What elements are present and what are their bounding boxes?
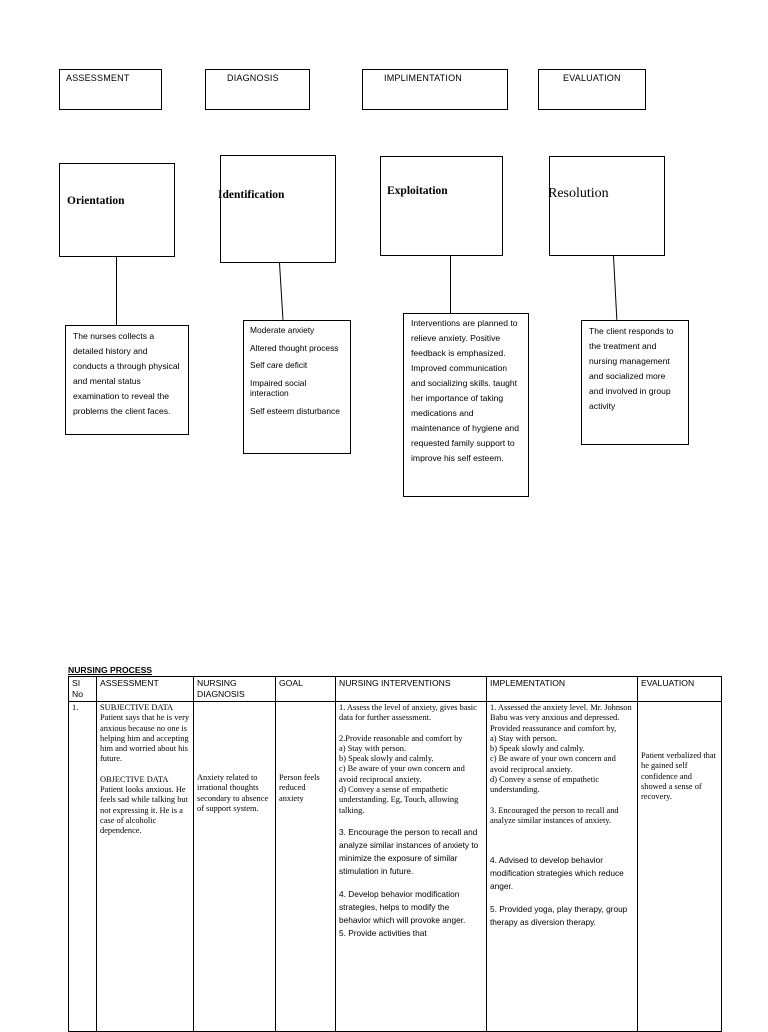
diagnosis-text: Anxiety related to irrational thoughts s… bbox=[197, 773, 269, 813]
subjective-heading: SUBJECTIVE DATA bbox=[100, 703, 174, 712]
intervention-4: 4. Develop behavior modification strateg… bbox=[339, 888, 466, 925]
exploitation-note: Interventions are planned to relieve anx… bbox=[403, 313, 529, 497]
cell-si-no: 1. bbox=[68, 701, 97, 1032]
objective-data: Patient looks anxious. He feels sad whil… bbox=[100, 785, 188, 836]
intervention-2a: a) Stay with person. bbox=[339, 743, 406, 753]
identification-note: Moderate anxiety Altered thought process… bbox=[243, 320, 351, 454]
table-title: NURSING PROCESS bbox=[68, 665, 153, 675]
implementation-2a: a) Stay with person. bbox=[490, 733, 557, 743]
goal-text: Person feels reduced anxiety bbox=[279, 773, 320, 803]
connector-exploitation bbox=[450, 256, 451, 313]
phase-resolution-box bbox=[549, 156, 665, 256]
stage-evaluation: EVALUATION bbox=[538, 69, 646, 110]
connector-identification bbox=[279, 262, 284, 320]
phase-orientation-box bbox=[59, 163, 175, 257]
connector-resolution bbox=[613, 255, 618, 320]
header-si-no: SI No bbox=[68, 676, 97, 702]
subjective-data: Patient says that he is very anxious bec… bbox=[100, 713, 190, 764]
cell-implementation: 1. Assessed the anxiety level. Mr. Johns… bbox=[486, 701, 638, 1032]
diagnosis-item: Self esteem disturbance bbox=[250, 405, 340, 416]
header-interventions: NURSING INTERVENTIONS bbox=[335, 676, 487, 702]
diagnosis-item: Moderate anxiety bbox=[250, 325, 315, 335]
cell-evaluation: Patient verbalized that he gained self c… bbox=[637, 701, 722, 1032]
nursing-process-table: SI No ASSESSMENT NURSING DIAGNOSIS GOAL … bbox=[68, 676, 722, 1032]
table-row: 1. SUBJECTIVE DATA Patient says that he … bbox=[68, 701, 722, 1032]
orientation-note-text: The nurses collects a detailed history a… bbox=[73, 331, 180, 416]
implementation-5: 5. Provided yoga, play therapy, group th… bbox=[490, 904, 628, 928]
stage-implementation: IMPLIMENTATION bbox=[362, 69, 508, 110]
diagnosis-item: Impaired social interaction bbox=[250, 377, 307, 399]
implementation-1: 1. Assessed the anxiety level. Mr. Johns… bbox=[490, 703, 632, 723]
stage-assessment: ASSESSMENT bbox=[59, 69, 162, 110]
phase-identification-box bbox=[220, 155, 336, 263]
connector-orientation bbox=[116, 257, 117, 325]
intervention-3: 3. Encourage the person to recall and an… bbox=[339, 826, 479, 876]
objective-heading: OBJECTIVE DATA bbox=[100, 774, 169, 784]
phase-exploitation: Exploitation bbox=[387, 185, 448, 197]
phase-exploitation-box bbox=[380, 156, 503, 256]
resolution-note-text: The client responds to the treatment and… bbox=[589, 326, 674, 411]
header-nursing-diagnosis: NURSING DIAGNOSIS bbox=[193, 676, 276, 702]
implementation-2: Provided reassurance and comfort by, bbox=[490, 723, 617, 733]
intervention-2d: d) Convey a sense of empathetic understa… bbox=[339, 785, 459, 815]
evaluation-text: Patient verbalized that he gained self c… bbox=[641, 751, 716, 802]
implementation-2c: c) Be aware of your own concern and avoi… bbox=[490, 754, 616, 774]
cell-assessment: SUBJECTIVE DATA Patient says that he is … bbox=[96, 701, 194, 1032]
intervention-2: 2.Provide reasonable and comfort by bbox=[339, 733, 463, 743]
diagnosis-item: Self care deficit bbox=[250, 360, 308, 370]
implementation-2b: b) Speak slowly and calmly. bbox=[490, 744, 585, 754]
header-implementation: IMPLEMENTATION bbox=[486, 676, 638, 702]
exploitation-note-text: Interventions are planned to relieve anx… bbox=[411, 318, 519, 463]
cell-diagnosis: Anxiety related to irrational thoughts s… bbox=[193, 701, 276, 1032]
phase-orientation: Orientation bbox=[67, 195, 125, 207]
intervention-2b: b) Speak slowly and calmly. bbox=[339, 754, 434, 764]
orientation-note: The nurses collects a detailed history a… bbox=[65, 325, 189, 435]
header-evaluation: EVALUATION bbox=[637, 676, 722, 702]
diagnosis-item: Altered thought process bbox=[250, 342, 339, 353]
table-header-row: SI No ASSESSMENT NURSING DIAGNOSIS GOAL … bbox=[68, 676, 722, 702]
phase-identification: Identification bbox=[218, 189, 285, 201]
implementation-2d: d) Convey a sense of empathetic understa… bbox=[490, 775, 600, 795]
header-assessment: ASSESSMENT bbox=[96, 676, 194, 702]
stage-diagnosis: DIAGNOSIS bbox=[205, 69, 310, 110]
intervention-2c: c) Be aware of your own concern and avoi… bbox=[339, 764, 465, 784]
implementation-4: 4. Advised to develop behavior modificat… bbox=[490, 855, 624, 892]
header-goal: GOAL bbox=[275, 676, 336, 702]
implementation-3: 3. Encouraged the person to recall and a… bbox=[490, 805, 619, 825]
phase-resolution: Resolution bbox=[548, 186, 609, 201]
cell-interventions: 1. Assess the level of anxiety, gives ba… bbox=[335, 701, 487, 1032]
intervention-5: 5. Provide activities that bbox=[339, 927, 427, 938]
intervention-1: 1. Assess the level of anxiety, gives ba… bbox=[339, 703, 477, 723]
resolution-note: The client responds to the treatment and… bbox=[581, 320, 689, 445]
cell-goal: Person feels reduced anxiety bbox=[275, 701, 336, 1032]
